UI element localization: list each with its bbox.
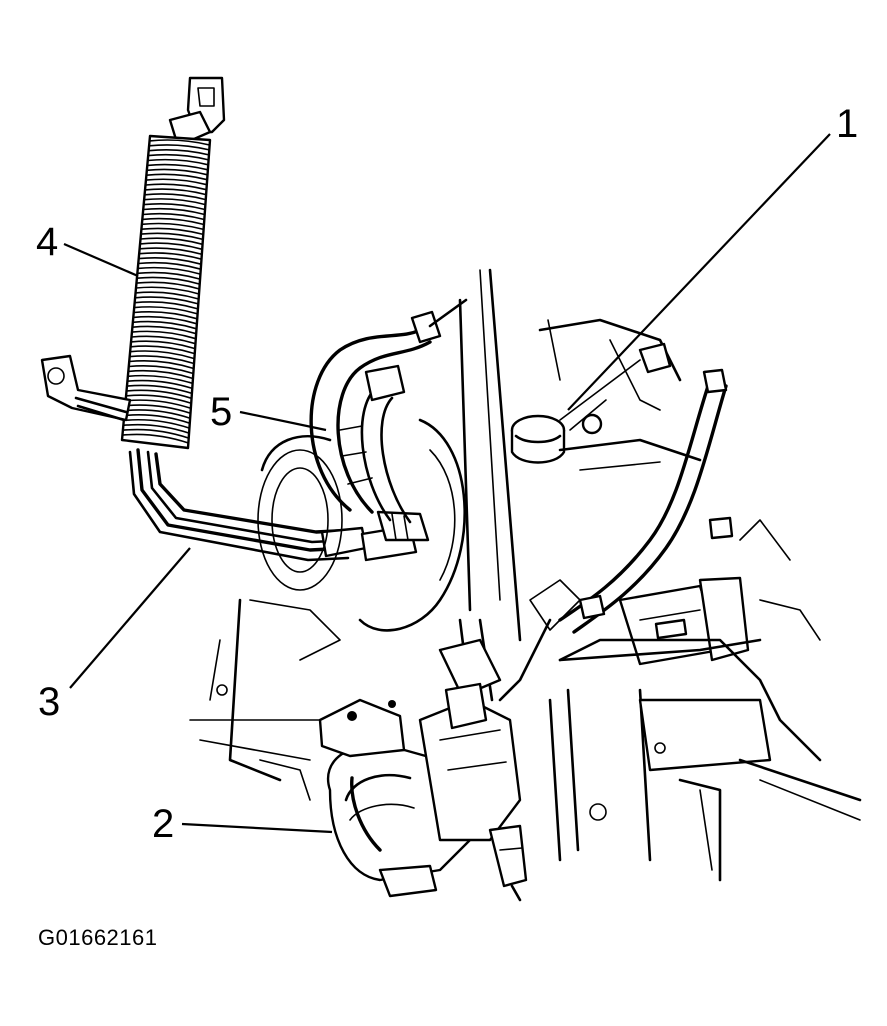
callout-1: 1	[836, 102, 859, 146]
cooler-fin	[128, 365, 195, 375]
cooler-fin	[147, 153, 210, 161]
callout-2: 2	[152, 802, 175, 846]
cooler-fin	[148, 144, 211, 151]
fluid-reservoir	[510, 318, 682, 464]
leader-5	[239, 410, 327, 432]
cooler-fin	[128, 360, 195, 370]
figure-id-label: G01662161	[38, 925, 158, 950]
steering-gear	[318, 579, 581, 902]
cooler-fin	[125, 394, 192, 405]
cooler-fin	[138, 252, 203, 260]
cooler-fin	[135, 286, 200, 295]
cooler-fin	[135, 281, 201, 290]
cooler-fin	[142, 202, 206, 211]
cooler-fin	[129, 350, 196, 360]
cooler-fin	[144, 188, 207, 196]
cooler-fin	[134, 296, 200, 305]
cooler-fin	[138, 247, 203, 256]
callout-4: 4	[36, 220, 59, 264]
cooler-lines	[128, 448, 430, 562]
pressure-and-return-hoses	[309, 298, 468, 524]
cooler-fin	[140, 227, 205, 236]
cooler-fin	[123, 409, 191, 419]
cooler-fin	[142, 207, 206, 216]
cooler-fin	[139, 237, 204, 246]
cooler-fin	[130, 340, 196, 350]
cooler-fin	[130, 335, 197, 345]
cooler-fin	[134, 291, 200, 300]
cooler-fin	[123, 418, 191, 429]
cooler-fin	[122, 423, 190, 434]
cooler-fin	[142, 212, 206, 221]
callout-5: 5	[210, 390, 233, 434]
cooler-fin	[129, 345, 196, 355]
cooler-fin	[136, 276, 201, 285]
cooler-fin	[137, 257, 202, 265]
cooler-fin	[133, 306, 199, 315]
pump-pulley-area	[249, 268, 522, 661]
cooler-fin	[121, 433, 190, 444]
cooler-fin	[143, 198, 207, 206]
cooler-fin	[144, 183, 208, 191]
cooler-fin	[126, 384, 193, 395]
cooler-fin	[126, 379, 194, 390]
cooler-fin	[140, 232, 204, 241]
callout-leaders	[63, 133, 831, 834]
cooler-fin	[146, 158, 209, 166]
cooler-fin	[137, 266, 202, 275]
cooler-fin	[132, 315, 198, 325]
cooler-fin	[133, 301, 199, 310]
cooler-fin	[136, 271, 201, 280]
cooler-fin	[147, 149, 210, 156]
cooler-fin	[143, 193, 207, 201]
cooler-fin	[141, 217, 205, 226]
cooler-fin	[122, 428, 190, 439]
cooler-fin	[127, 374, 194, 385]
cooler-fin	[124, 399, 192, 410]
crossmember	[189, 598, 321, 801]
cooler-fin	[146, 163, 209, 171]
cooler-fin	[141, 222, 205, 231]
leader-3	[69, 547, 191, 689]
cooler-fin	[132, 320, 198, 330]
cooler-fin	[131, 325, 197, 335]
cooler-fin	[148, 139, 211, 146]
cooler-fin	[137, 261, 202, 270]
leader-2	[181, 822, 333, 834]
cooler-fin	[124, 404, 192, 414]
cooler-fin	[139, 242, 203, 251]
cooler-fin	[125, 389, 193, 400]
leader-1	[567, 133, 831, 411]
cooler-fin	[145, 178, 208, 186]
callout-3: 3	[38, 680, 61, 724]
cooler-fin	[123, 414, 191, 424]
cooler-fin	[131, 330, 197, 340]
cooler-fin	[146, 168, 209, 176]
vehicle-frame-structure	[548, 368, 862, 882]
cooler-fin	[132, 310, 198, 320]
power-steering-cooler	[40, 76, 226, 450]
cooler-fin	[128, 355, 195, 365]
cooler-fin	[145, 173, 208, 181]
leader-4	[63, 242, 139, 278]
cooler-fin	[127, 369, 194, 380]
